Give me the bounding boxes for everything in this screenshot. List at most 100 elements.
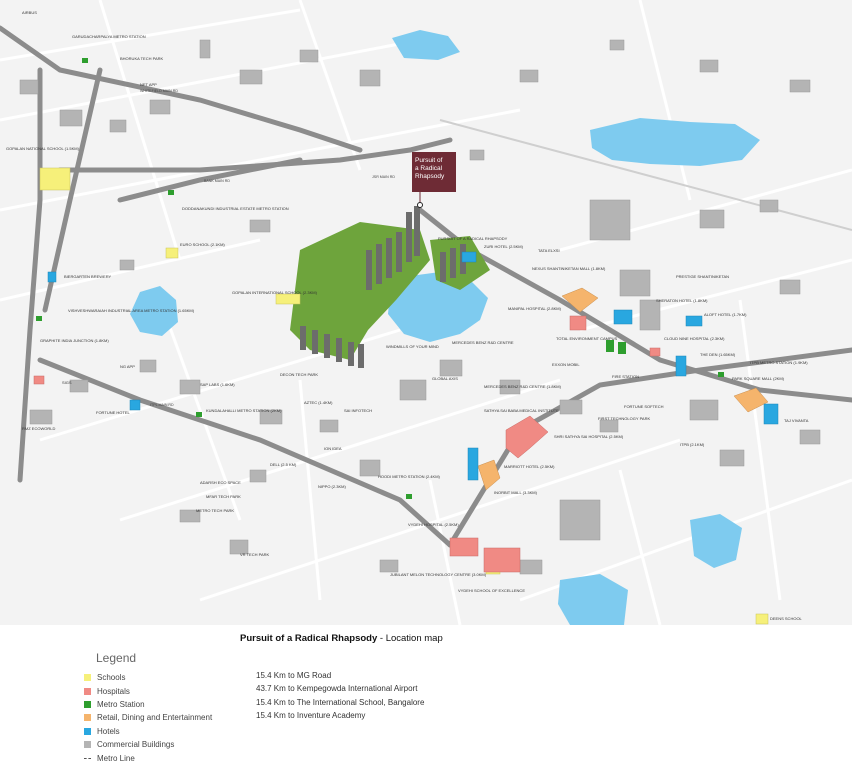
label-doddanakundi: DODDANAKUNDI INDUSTRIAL ESTATE METRO STA… — [182, 206, 289, 211]
hospital-marker — [649, 347, 661, 357]
map-caption: Pursuit of a Radical Rhapsody - Location… — [240, 633, 443, 644]
legend-label: Metro Station — [97, 699, 145, 709]
label-graphite: GRAPHITE INDIA JUNCTION (1.8KM) — [40, 338, 109, 343]
label-nexus: NEXUS SHANTINIKETAN MALL (1.8KM) — [532, 266, 606, 271]
label-mercedes-centre: MERCEDES BENZ R&D CENTRE (1.8KM) — [484, 384, 562, 389]
label-vishveshwaraiah: VISHVESHWARAIAH INDUSTRIAL AREA METRO ST… — [68, 308, 195, 313]
retail-markers — [477, 287, 769, 491]
distance-item: 15.4 Km to MG Road — [256, 671, 332, 680]
label-euro-school: EURO SCHOOL (2.1KM) — [180, 242, 225, 247]
legend-label: Hotels — [97, 726, 120, 736]
project-green-area — [290, 222, 430, 360]
retail-marker — [477, 459, 501, 491]
school-marker — [165, 247, 179, 259]
label-jubilant: JUBILANT MELON TECHNOLOGY CENTRE (3.0KM) — [390, 572, 487, 577]
legend-label: Retail, Dining and Entertainment — [97, 713, 213, 723]
hotel-marker — [461, 251, 477, 263]
metro-station-marker — [36, 316, 42, 321]
hospital-marker — [483, 547, 521, 573]
label-gopalan-intl: GOPALAN INTERNATIONAL SCHOOL (2.3KM) — [232, 290, 318, 295]
retail-marker — [561, 287, 599, 313]
location-map: Pursuit of a Radical Rhapsody — [0, 0, 852, 625]
label-sigs: SIGS — [62, 380, 72, 385]
label-itpl: ITPB (2.1KM) — [680, 442, 705, 447]
lake — [130, 286, 178, 336]
hospital-marker — [569, 315, 587, 331]
label-deens-school: DEENS SCHOOL — [770, 616, 803, 621]
legend-label: Schools — [97, 673, 126, 683]
label-sai-infotech: SAI INFOTECH — [344, 408, 372, 413]
metro-line-icon — [84, 757, 91, 759]
commercial-swatch — [84, 741, 91, 749]
distance-list: 15.4 Km to MG Road 43.7 Km to Kempegowda… — [256, 671, 424, 725]
label-windmills: WINDMILLS OF YOUR MIND — [386, 344, 439, 349]
label-fortune-hotel: FORTUNE HOTEL — [96, 410, 130, 415]
distance-item: 15.4 Km to The International School, Ban… — [256, 697, 425, 707]
commercial-buildings — [19, 39, 821, 575]
hospital-marker — [449, 537, 479, 557]
label-decon: DECON TECH PARK — [280, 372, 318, 377]
label-gopalan-national: GOPALAN NATIONAL SCHOOL (1.5KM) — [6, 146, 80, 151]
label-jsr-rd: JSR MAIN RD — [372, 175, 395, 179]
legend-item-metro-line: Metro Line — [84, 751, 264, 764]
callout-box — [412, 152, 456, 192]
label-vydehi-school: VYDEHI SCHOOL OF EXCELLENCE — [458, 588, 525, 593]
legend-item-commercial: Commercial Buildings — [84, 738, 264, 751]
retail-swatch — [84, 714, 91, 722]
legend-item-schools: Schools — [84, 671, 264, 684]
label-vr-tech: VR TECH PARK — [240, 552, 270, 557]
metro-station-marker — [82, 58, 88, 63]
label-ng-app: NG APP — [120, 364, 135, 369]
hotel-marker — [675, 355, 687, 377]
label-kundalahalli: KUNDALAHALLI METRO STATION (2KM) — [206, 408, 282, 413]
lake — [388, 272, 488, 342]
legend-item-hotels: Hotels — [84, 725, 264, 738]
metro-station-marker — [168, 190, 174, 195]
map-labels: AIRBUS GARUDACHARPALYA METRO STATION BHO… — [6, 10, 809, 621]
label-first-tech: FIRST TECHNOLOGY PARK — [598, 416, 650, 421]
schools-swatch — [84, 674, 91, 682]
hotel-marker — [685, 315, 703, 327]
hotel-marker — [763, 403, 779, 425]
label-net-app: NET APP — [140, 82, 157, 87]
caption-suffix: - Location map — [377, 633, 443, 644]
label-marriott: MARRIOTT HOTEL (2.5KM) — [504, 464, 555, 469]
label-sap-labs: SAP LABS (1.6KM) — [200, 382, 235, 387]
hospitals-swatch — [84, 687, 91, 695]
callout-title-line1: Pursuit of — [415, 157, 443, 164]
label-tata: TATA ELXSI — [538, 248, 560, 253]
legend-item-retail: Retail, Dining and Entertainment — [84, 711, 264, 724]
label-fire-station: FIRE STATION — [612, 374, 639, 379]
label-ssss-hospital: SHRI SATHYA SAI HOSPITAL (2.5KM) — [554, 434, 624, 439]
legend: Legend Schools Hospitals Metro Station R… — [84, 651, 264, 765]
lake — [690, 514, 742, 568]
label-sathya-sai: SATHYA SAI BABA MEDICAL INSTITUTE — [484, 408, 559, 413]
callout-title-line2: a Radical — [415, 165, 443, 172]
hotel-marker — [467, 447, 479, 481]
label-manipal: MANIPAL HOSPITAL (2.8KM) — [508, 306, 562, 311]
project-site — [290, 206, 490, 368]
hotel-marker — [129, 399, 141, 411]
label-bhoruka: BHORUKA TECH PARK — [120, 56, 164, 61]
label-rmz-ecoworld: RMZ ECOWORLD — [22, 426, 55, 431]
label-fortune-softech: FORTUNE SOFTECH — [624, 404, 664, 409]
distance-item: 43.7 Km to Kempegowda International Airp… — [256, 684, 418, 694]
legend-item-metro-station: Metro Station — [84, 698, 264, 711]
label-taj-vivanta: TAJ VIVANTA — [784, 418, 809, 423]
project-amenity-green — [618, 342, 626, 354]
legend-item-hospitals: Hospitals — [84, 684, 264, 697]
label-itpb-metro: ITPB METRO STATION (1.9KM) — [750, 360, 808, 365]
label-whitefield-metro: HOODI METRO STATION (2.4KM) — [378, 474, 441, 479]
hospital-marker — [33, 375, 45, 385]
legend-label: Commercial Buildings — [97, 740, 175, 750]
lakes — [130, 30, 760, 625]
label-vydehi-hosp: VYDEHI HOSPITAL (2.5KM) — [408, 522, 459, 527]
label-prestige: PRESTIGE SHANTINIKETAN — [676, 274, 729, 279]
label-park-square: PARK SQUARE MALL (2KM) — [732, 376, 785, 381]
label-the-den: THE DEN (1.65KM) — [700, 352, 736, 357]
hospital-markers — [33, 315, 661, 573]
label-itpl-road: ITPL MAIN RD — [150, 403, 174, 407]
lake — [558, 574, 628, 625]
legend-label: Hospitals — [97, 686, 130, 696]
retail-marker — [733, 387, 769, 413]
